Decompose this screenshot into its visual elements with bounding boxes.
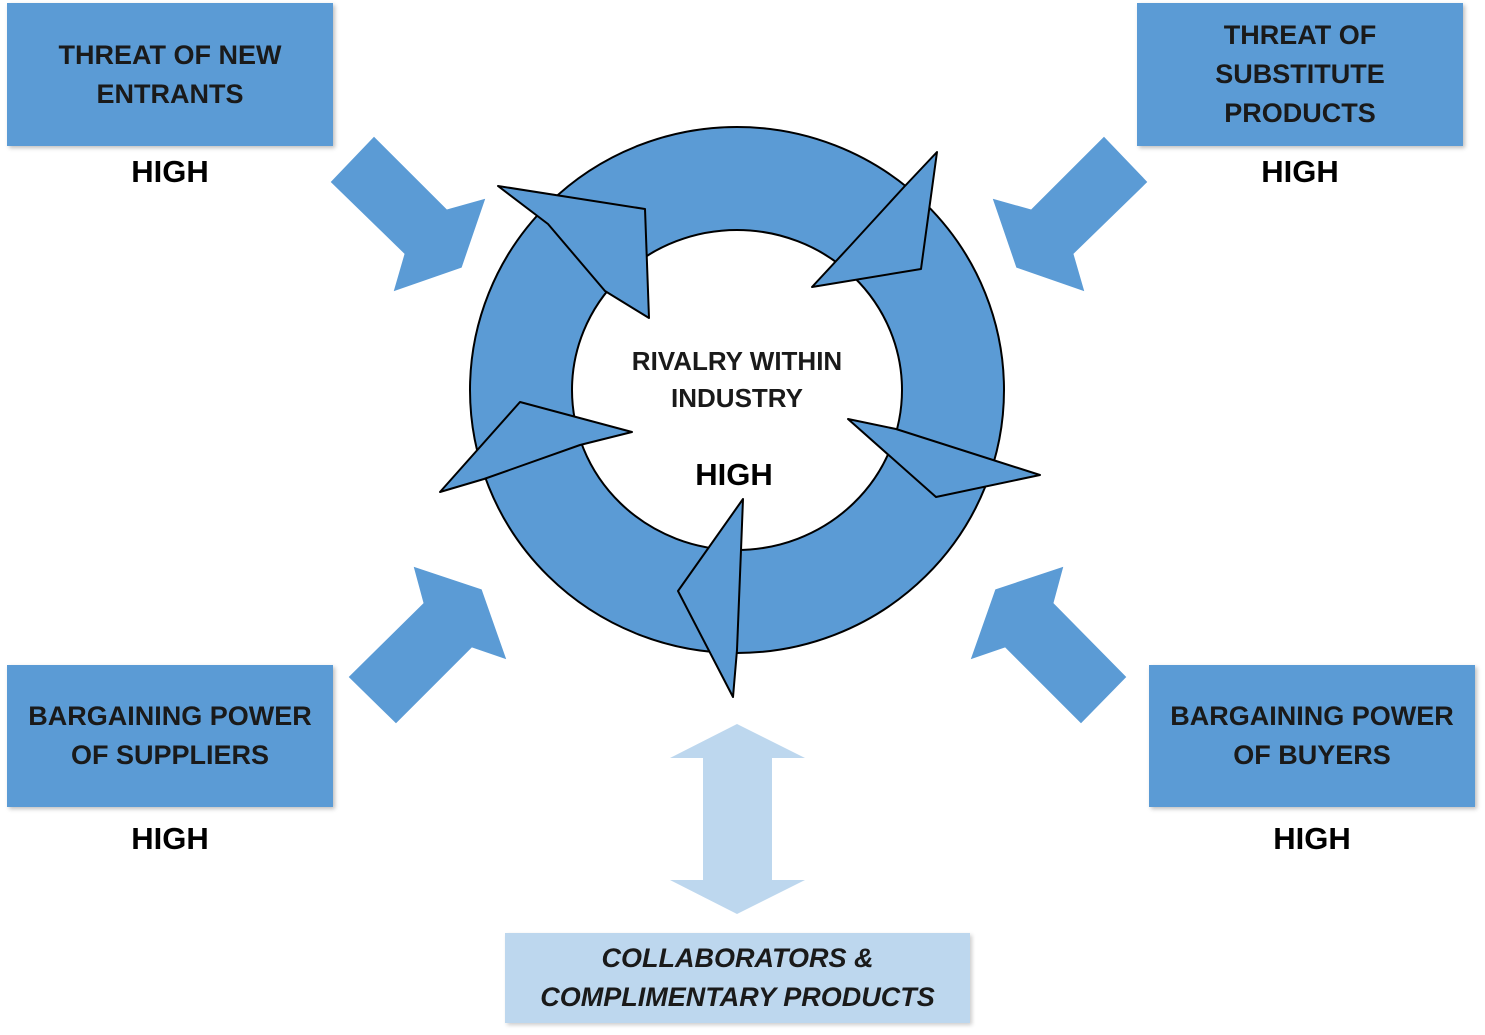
substitutes-label: THREAT OF SUBSTITUTE PRODUCTS [1215,20,1385,128]
substitutes-level: HIGH [1261,154,1339,189]
new-entrants-label: THREAT OF NEW ENTRANTS [58,39,282,109]
new-entrants-arrow [329,135,487,293]
suppliers-label: BARGAINING POWER OF SUPPLIERS [28,701,312,770]
cycle-arrowhead-top-left [497,185,650,319]
new-entrants-level: HIGH [131,154,209,189]
collaborators-double-arrow [670,724,805,914]
collaborators-box: COLLABORATORS & COMPLIMENTARY PRODUCTS [505,933,970,1023]
suppliers-arrow [347,565,508,725]
cycle-arrowhead-left [439,401,633,493]
rivalry-label: RIVALRY WITHIN INDUSTRY [631,346,843,413]
cycle-arrowhead-right [847,418,1041,498]
substitutes-box: THREAT OF SUBSTITUTE PRODUCTS [1137,3,1463,146]
buyers-level: HIGH [1273,821,1351,856]
suppliers-box: BARGAINING POWER OF SUPPLIERS [7,665,333,807]
new-entrants-box: THREAT OF NEW ENTRANTS [7,3,333,146]
rivalry-level: HIGH [695,457,773,492]
collaborators-label: COLLABORATORS & COMPLIMENTARY PRODUCTS [540,943,935,1012]
buyers-box: BARGAINING POWER OF BUYERS [1149,665,1475,807]
substitutes-arrow [991,135,1149,293]
cycle-arrowhead-bottom [677,498,744,698]
buyers-label: BARGAINING POWER OF BUYERS [1170,701,1454,770]
suppliers-level: HIGH [131,821,209,856]
cycle-arrowhead-top-right [811,151,938,288]
buyers-arrow [969,565,1128,725]
